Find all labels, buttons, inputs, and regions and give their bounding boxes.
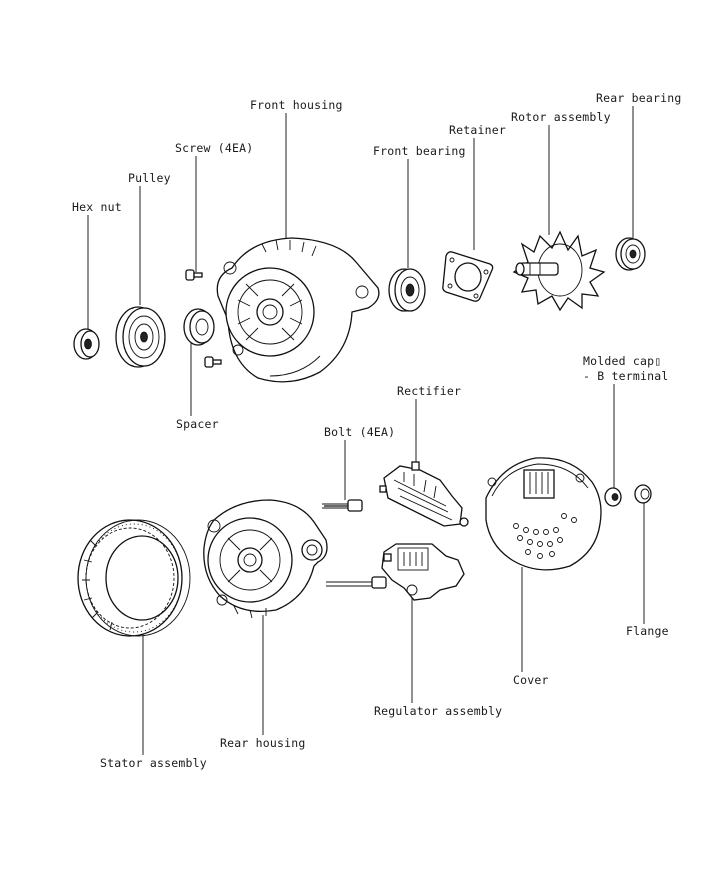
- label-rear-housing: Rear housing: [220, 736, 305, 750]
- rectifier-part: [379, 461, 469, 527]
- screw-part-lower: [204, 356, 222, 368]
- label-front-housing: Front housing: [250, 98, 343, 112]
- cover-part: [485, 457, 602, 571]
- label-cover: Cover: [513, 673, 549, 687]
- bolt-part-upper: [322, 499, 363, 512]
- pulley-part: [115, 306, 166, 368]
- label-rear-bearing: Rear bearing: [596, 91, 681, 105]
- label-molded-cap-line1: Molded cap▯: [583, 354, 661, 368]
- front-housing-part: [216, 237, 380, 383]
- leader-lines: [87, 106, 645, 755]
- regulator-assembly-part: [381, 543, 465, 601]
- rear-bearing-part: [615, 237, 646, 271]
- label-pulley: Pulley: [128, 171, 171, 185]
- hex-nut-part: [73, 328, 100, 360]
- label-stator-assembly: Stator assembly: [100, 756, 207, 770]
- label-spacer: Spacer: [176, 417, 219, 431]
- flange-part: [634, 484, 652, 504]
- screw-part-upper: [185, 269, 203, 281]
- retainer-part: [442, 251, 494, 302]
- rotor-assembly-part: [512, 230, 606, 312]
- label-rectifier: Rectifier: [397, 384, 461, 398]
- label-screw: Screw (4EA): [175, 141, 253, 155]
- label-rotor-assembly: Rotor assembly: [511, 110, 611, 124]
- label-regulator-assembly: Regulator assembly: [374, 704, 502, 718]
- front-bearing-part: [388, 268, 426, 312]
- label-hex-nut: Hex nut: [72, 200, 122, 214]
- label-retainer: Retainer: [449, 123, 506, 137]
- spacer-part: [183, 308, 215, 346]
- label-molded-cap-line2: - B terminal: [583, 369, 668, 383]
- label-flange: Flange: [626, 624, 669, 638]
- rear-housing-part: [203, 499, 328, 619]
- part-labels: Hex nut Pulley Screw (4EA) Front housing…: [72, 91, 681, 770]
- label-front-bearing: Front bearing: [373, 144, 466, 158]
- stator-assembly-part: [77, 519, 191, 637]
- bolt-part-lower: [326, 576, 387, 589]
- molded-cap-part: [604, 487, 622, 507]
- label-bolt: Bolt (4EA): [324, 425, 395, 439]
